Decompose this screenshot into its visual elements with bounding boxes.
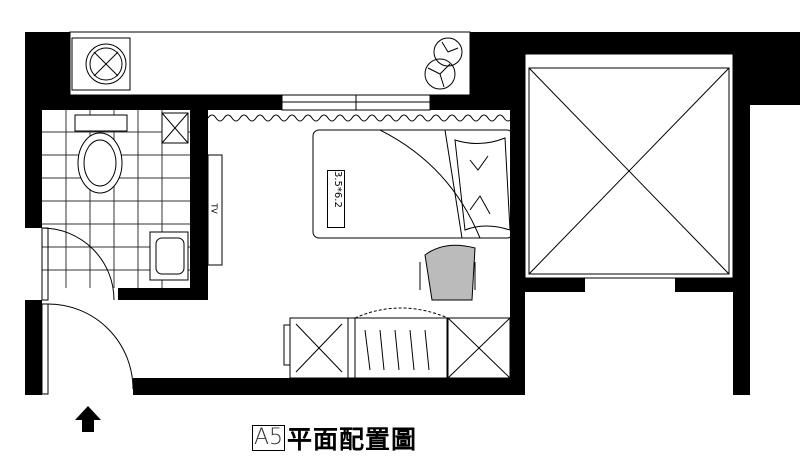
curtain — [207, 114, 513, 122]
plan-name: 平面配置圖 — [287, 425, 418, 454]
plant-icon — [424, 37, 463, 90]
plan-code: A5 — [252, 425, 286, 451]
entrance-door[interactable] — [41, 303, 134, 395]
bathroom-door[interactable] — [41, 227, 115, 301]
sink-icon — [149, 231, 189, 281]
bed — [312, 129, 514, 239]
shaft-box — [524, 53, 734, 279]
tv-cabinet — [207, 154, 223, 266]
desk — [283, 307, 511, 379]
walls — [25, 32, 800, 395]
plan-title: A5 平面配置圖 — [252, 420, 417, 456]
entrance-arrow-icon — [75, 406, 101, 432]
tv-label: TV — [209, 203, 219, 214]
bed-size-label: 3.5*6.2 — [327, 170, 345, 228]
shower-icon — [161, 112, 189, 144]
washing-machine-icon — [71, 37, 131, 91]
chair-icon — [419, 244, 476, 301]
toilet-icon — [74, 114, 128, 194]
balcony — [69, 31, 471, 96]
window — [281, 94, 431, 111]
